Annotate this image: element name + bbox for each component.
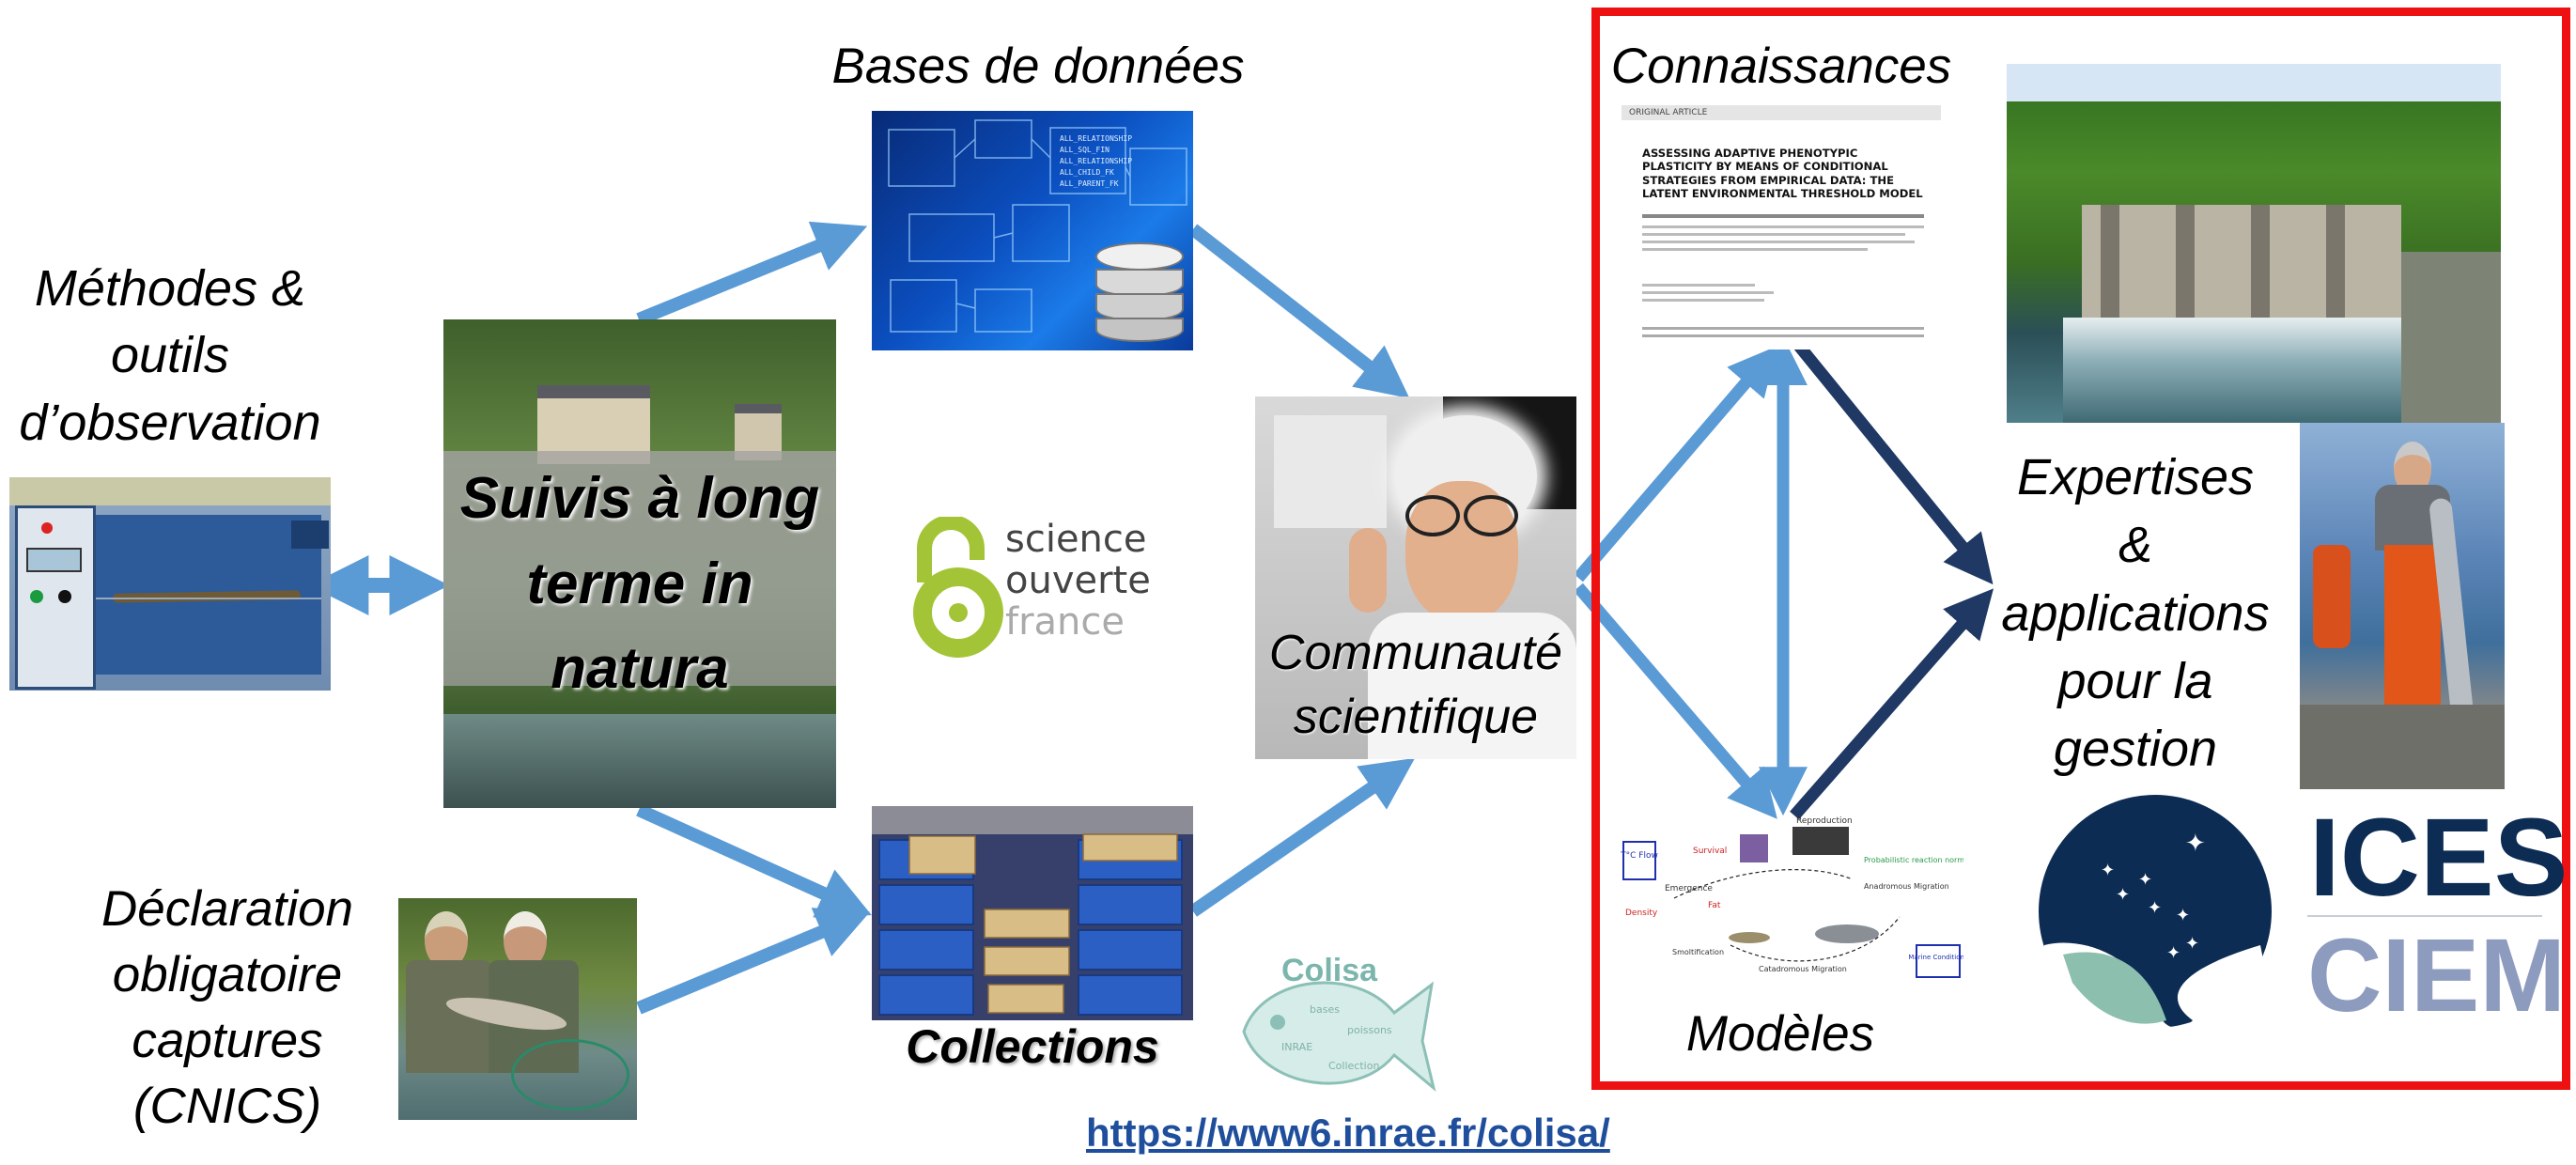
declaration-line-4: (CNICS) (132, 1078, 322, 1134)
long-term-line-1: Suivis à long (459, 466, 820, 531)
model-emergence-label: Emergence (1665, 884, 1713, 893)
svg-text:✦: ✦ (2166, 943, 2180, 963)
svg-text:✦: ✦ (2101, 861, 2115, 880)
dam-photo (2007, 64, 2501, 423)
model-anadromous-label: Anadromous Migration (1864, 882, 1949, 891)
svg-text:ALL_CHILD_FK: ALL_CHILD_FK (1060, 168, 1114, 177)
model-fat-label: Fat (1708, 901, 1721, 910)
svg-text:poissons: poissons (1347, 1024, 1392, 1036)
arrow-suivis-collections (636, 803, 872, 918)
ices-ciem-logo: ✦ ✦ ✦ ✦ ✦ ✦ ✦ ✦ ICES CIEM (2025, 795, 2568, 1039)
life-cycle-model-diagram: T°C Flow Survival Emergence Density Fat … (1620, 816, 1963, 978)
databases-label: Bases de données (831, 39, 1245, 94)
svg-text:INRAE: INRAE (1281, 1041, 1312, 1053)
so-line-1: science (1005, 518, 1147, 561)
article-title-4: LATENT ENVIRONMENTAL THRESHOLD MODEL (1642, 187, 1923, 201)
fishermen-catch-photo (398, 898, 637, 1120)
model-smolt-label: Smoltification (1672, 948, 1724, 956)
expertise-line-3: applications (2001, 584, 2270, 642)
model-catadromous-label: Catadromous Migration (1759, 965, 1847, 973)
expertise-line-1: Expertises (2016, 449, 2255, 505)
arrow-community-models (1574, 582, 1777, 819)
arrow-collections-community (1189, 757, 1416, 917)
colisa-url-link[interactable]: https://www6.inrae.fr/colisa/ (1086, 1111, 1610, 1155)
svg-text:✦: ✦ (2148, 898, 2162, 918)
long-term-line-2: terme in (526, 551, 753, 616)
arrow-community-knowledge (1574, 346, 1777, 582)
svg-text:✦: ✦ (2116, 885, 2130, 905)
article-thumbnail: ORIGINAL ARTICLE ASSESSING ADAPTIVE PHEN… (1620, 105, 1945, 350)
knowledge-label: Connaissances (1610, 39, 1952, 94)
model-survival-label: Survival (1693, 847, 1727, 856)
declaration-label: Déclaration obligatoire captures (CNICS) (68, 877, 387, 1140)
long-term-line-3: natura (551, 636, 729, 702)
svg-text:bases: bases (1310, 1003, 1340, 1016)
svg-text:ALL_PARENT_FK: ALL_PARENT_FK (1060, 179, 1119, 188)
knowledge-frame (1591, 8, 2570, 1090)
model-marine-label: Marine Conditions (1908, 954, 1963, 961)
collections-drawers-photo (872, 806, 1193, 1020)
declaration-line-1: Déclaration (101, 881, 354, 937)
colisa-text: Colisa (1281, 953, 1378, 988)
expertise-label: Expertises & applications pour la gestio… (1990, 443, 2281, 784)
ices-emblem-icon: ✦ ✦ ✦ ✦ ✦ ✦ ✦ ✦ (2025, 795, 2279, 1039)
arrow-declaration-collections (636, 908, 871, 1015)
model-density-label: Density (1625, 909, 1658, 918)
methods-line-1: Méthodes & (34, 260, 306, 317)
ices-text: ICES (2309, 796, 2568, 920)
svg-text:✦: ✦ (2138, 870, 2152, 890)
expertise-line-2: & (2118, 517, 2153, 574)
collections-label: Collections (906, 1020, 1159, 1073)
expertise-line-4: pour la (2057, 653, 2213, 710)
scientist-photo: Communauté scientifique (1255, 396, 1576, 759)
model-norm-label: Probabilistic reaction norm (1864, 856, 1963, 864)
fish-icon: INRAE Collection bases poissons (1242, 981, 1436, 1093)
svg-text:✦: ✦ (2185, 934, 2199, 954)
database-image: ALL_RELATIONSHIP ALL_SQL_FIN ALL_RELATION… (872, 111, 1193, 350)
science-ouverte-logo: science ouverte france (911, 517, 1151, 667)
methods-line-3: d’observation (19, 394, 321, 451)
svg-text:✦: ✦ (2185, 830, 2206, 858)
long-term-monitoring-photo: Suivis à long terme in natura (443, 319, 836, 808)
model-reproduction-label: Reproduction (1796, 816, 1853, 826)
svg-text:ALL_RELATIONSHIP: ALL_RELATIONSHIP (1060, 134, 1132, 143)
arrow-suivis-bases (636, 221, 868, 326)
article-title-3: STRATEGIES FROM EMPIRICAL DATA: THE (1642, 173, 1895, 187)
svg-text:✦: ✦ (2176, 906, 2190, 925)
open-access-icon (913, 517, 1003, 658)
so-line-2: ouverte (1005, 559, 1151, 602)
svg-text:ALL_RELATIONSHIP: ALL_RELATIONSHIP (1060, 157, 1132, 165)
community-line-2: scientifique (1293, 689, 1539, 744)
svg-text:Collection: Collection (1328, 1060, 1379, 1072)
declaration-line-2: obligatoire (112, 946, 343, 1002)
article-header: ORIGINAL ARTICLE (1622, 105, 1941, 120)
so-line-3: france (1005, 600, 1125, 644)
article-title-1: ASSESSING ADAPTIVE PHENOTYPIC (1642, 147, 1858, 160)
article-title-2: PLASTICITY BY MEANS OF CONDITIONAL (1642, 160, 1888, 174)
ciem-text: CIEM (2307, 918, 2566, 1033)
eel-measuring-device-photo (9, 477, 331, 691)
expertise-line-5: gestion (2053, 721, 2218, 778)
community-line-1: Communauté (1268, 626, 1563, 680)
svg-text:ALL_SQL_FIN: ALL_SQL_FIN (1060, 146, 1110, 154)
arrow-bases-community (1188, 224, 1410, 399)
arrow-models-expertise (1790, 588, 1994, 820)
colisa-fish-logo: INRAE Collection bases poissons Colisa (1225, 947, 1441, 1116)
models-label: Modèles (1685, 1006, 1875, 1062)
methods-line-2: outils (110, 327, 230, 384)
methods-label: Méthodes & outils d’observation (0, 256, 340, 457)
declaration-line-3: captures (132, 1012, 323, 1068)
model-temp-label: T°C Flow (1620, 851, 1658, 861)
fisherman-salmon-photo (2300, 423, 2505, 789)
arrow-knowledge-expertise (1789, 335, 1994, 585)
